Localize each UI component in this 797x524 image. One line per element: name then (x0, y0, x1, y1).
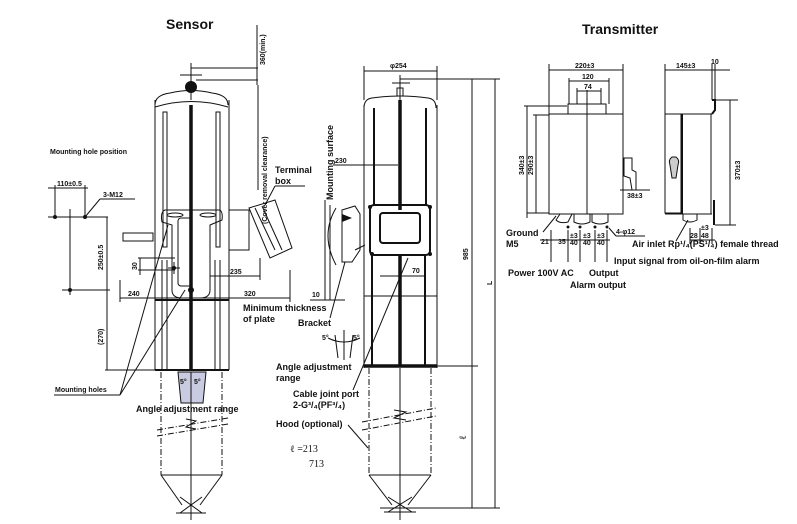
min-thickness-label-2: of plate (243, 314, 275, 324)
sensor-side-view (324, 75, 438, 520)
sensor-title: Sensor (166, 16, 214, 32)
dim-hole-spec: 3-M12 (103, 192, 123, 199)
transmitter-front-view (524, 64, 650, 262)
mounting-hole-position-label: Mounting hole position (50, 149, 127, 156)
dim-240: 240 (128, 291, 140, 298)
ground-label: Ground (506, 228, 539, 238)
l-value-2: 713 (309, 459, 324, 470)
dim-40a: 40 (570, 240, 578, 247)
dim-tol-3: ±3 (597, 233, 605, 240)
dim-230: 230 (335, 158, 347, 165)
mounting-holes-label: Mounting holes (55, 387, 107, 394)
side-angle-right: 5° (353, 334, 360, 342)
dim-10: 10 (312, 292, 320, 299)
dim-h340: 340±3 (519, 155, 526, 175)
dim-depth: 145±3 (676, 63, 696, 70)
min-thickness-label-1: Minimum thickness (243, 303, 327, 313)
cover-clearance-label: (Cover removal clearance) (262, 136, 269, 224)
sensor-dimensions: 360(min.) 110±0.5 3-M12 250±0.5 (270) 30… (48, 25, 291, 371)
output-label: Output (589, 268, 619, 278)
dim-tol-1: ±3 (570, 233, 578, 240)
mounting-surface-label: Mounting surface (325, 125, 335, 200)
dim-74: 74 (584, 84, 592, 91)
dim-hole-spacing-h: 110±0.5 (57, 181, 82, 188)
side-angle-left: 5° (322, 334, 329, 342)
dim-38: 38±3 (627, 193, 643, 200)
angle-adjustment-side-label-2: range (276, 373, 301, 383)
dim-48: 48 (701, 233, 709, 240)
dim-holes: 4-φ12 (616, 229, 635, 236)
dim-tol-2: ±3 (583, 233, 591, 240)
dim-40b: 40 (583, 240, 591, 247)
dim-diameter: φ254 (390, 63, 407, 70)
dim-35: 35 (558, 239, 566, 246)
dim-l: ℓ (458, 435, 469, 440)
dim-side-10: 10 (711, 59, 719, 66)
side-view-dimensions: φ254 985 L ℓ 230 10 70 (310, 63, 500, 509)
dim-L: L (487, 280, 494, 285)
bracket-label: Bracket (298, 318, 331, 328)
dim-70: 70 (412, 268, 420, 275)
dim-320: 320 (244, 291, 256, 298)
sensor-angle-right: 5° (194, 378, 201, 386)
power-label: Power 100V AC (508, 268, 574, 278)
dim-28: 28 (690, 233, 698, 240)
transmitter-side-view (664, 64, 738, 244)
dim-235: 235 (230, 269, 242, 276)
alarm-output-label: Alarm output (570, 280, 626, 290)
terminal-box-label-2: box (275, 176, 291, 186)
dim-270: (270) (98, 329, 105, 345)
dim-985: 985 (463, 248, 470, 260)
dim-h370: 370±3 (735, 160, 742, 180)
cable-port-label-2: 2-G³/₄(PF³/₄) (293, 400, 345, 410)
dim-40c: 40 (597, 240, 605, 247)
cable-port-label-1: Cable joint port (293, 389, 359, 399)
transmitter-title: Transmitter (582, 21, 659, 37)
angle-adjustment-range-label: Angle adjustment range (136, 404, 239, 414)
angle-adjustment-side-label-1: Angle adjustment (276, 362, 352, 372)
dim-width: 220±3 (575, 63, 595, 70)
terminal-box-label-1: Terminal (275, 165, 312, 175)
sensor-angle-left: 5° (180, 378, 187, 386)
hood-label: Hood (optional) (276, 419, 342, 429)
dim-tol-side: ±3 (701, 225, 709, 232)
dim-120: 120 (582, 74, 594, 81)
dim-clearance: 360(min.) (260, 34, 267, 65)
input-signal-label: Input signal from oil-on-film alarm (614, 256, 760, 266)
m5-label: M5 (506, 239, 519, 249)
dim-h290: 290±3 (528, 155, 535, 175)
dim-30: 30 (132, 262, 139, 270)
sensor-front-view: 5° 5° (122, 63, 293, 520)
air-inlet-label: Air inlet Rp¹/₄(PS¹/₄) female thread (632, 239, 779, 249)
l-value-1: ℓ =213 (290, 444, 318, 455)
dim-hole-spacing-v: 250±0.5 (98, 245, 105, 270)
dim-21: 21 (541, 239, 549, 246)
